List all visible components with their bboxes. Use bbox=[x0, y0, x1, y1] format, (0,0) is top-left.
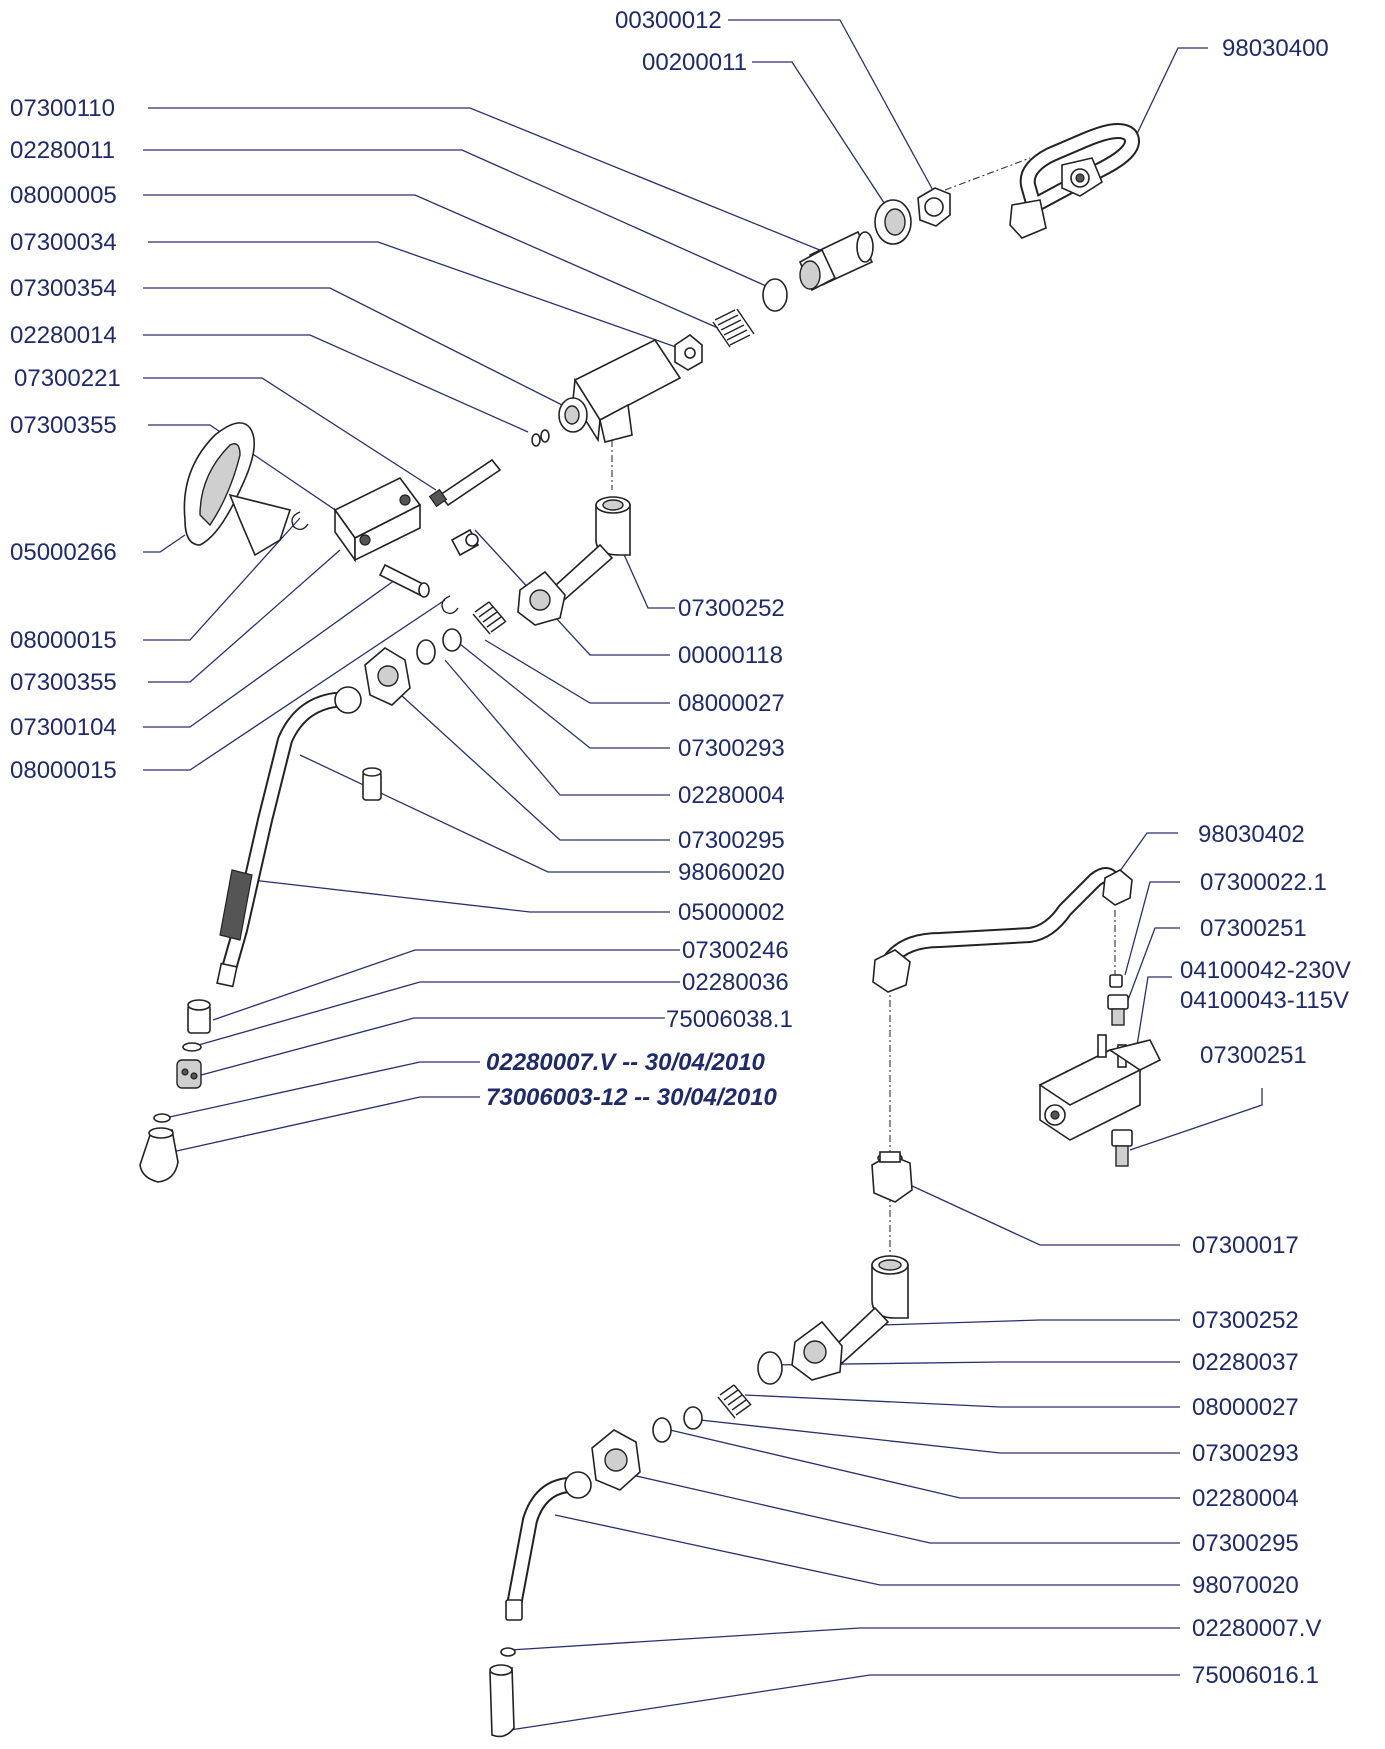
label-07300110: 07300110 bbox=[10, 95, 115, 122]
fitting-07300251-a bbox=[1107, 994, 1129, 1026]
tube-98070020 bbox=[505, 1471, 592, 1621]
oring-02280007-b bbox=[500, 1647, 516, 1657]
clip-08000015-a bbox=[291, 511, 309, 531]
nut-00300012 bbox=[917, 187, 951, 227]
assembly-axes bbox=[611, 157, 1116, 1260]
upper-steam-assembly bbox=[139, 123, 1140, 1183]
fitting-07300022 bbox=[1109, 974, 1123, 988]
label-05000002: 05000002 bbox=[678, 899, 785, 926]
label-07300355-top: 07300355 bbox=[10, 412, 117, 439]
elbow-07300252 bbox=[517, 496, 631, 626]
lower-water-assembly bbox=[489, 867, 1162, 1738]
valve-body-07300354 bbox=[558, 338, 682, 443]
nut-07300034 bbox=[674, 334, 703, 371]
bracket-07300355 bbox=[333, 476, 422, 563]
screw-00000118 bbox=[450, 528, 480, 557]
label-07300252-top: 07300252 bbox=[678, 595, 785, 622]
clip-08000015-b bbox=[441, 595, 459, 615]
label-07300354: 07300354 bbox=[10, 275, 117, 302]
cap-07300293-a bbox=[442, 628, 462, 652]
spring-08000027-b bbox=[717, 1384, 752, 1419]
oring-02280037 bbox=[757, 1351, 783, 1385]
steam-tube-05000002 bbox=[216, 686, 362, 988]
label-07300355-bottom: 07300355 bbox=[10, 669, 117, 696]
label-02280007-dated: 02280007.V -- 30/04/2010 bbox=[486, 1049, 766, 1076]
tip-73006003 bbox=[139, 1127, 179, 1183]
orings-02280014 bbox=[531, 429, 550, 447]
label-98030402: 98030402 bbox=[1198, 821, 1305, 848]
label-73006003-dated: 73006003-12 -- 30/04/2010 bbox=[486, 1084, 778, 1111]
label-07300293-top: 07300293 bbox=[678, 735, 785, 762]
solenoid-valve-04100042 bbox=[1038, 1034, 1162, 1141]
elbow-07300252-b bbox=[791, 1255, 909, 1381]
label-04100042: 04100042-230V bbox=[1180, 957, 1351, 984]
label-08000015-bottom: 08000015 bbox=[10, 757, 117, 784]
fitting-07300251-b bbox=[1111, 1129, 1133, 1167]
washer-02280004-b bbox=[652, 1417, 672, 1443]
bent-tube-98030400 bbox=[1009, 123, 1140, 239]
sleeve-98060020 bbox=[362, 767, 382, 801]
washer-02280004-a bbox=[416, 639, 436, 665]
label-07300104: 07300104 bbox=[10, 714, 117, 741]
oring-02280011 bbox=[762, 278, 788, 312]
label-07300221: 07300221 bbox=[14, 365, 121, 392]
nozzle-75006038 bbox=[176, 1059, 202, 1089]
nut-07300295-b bbox=[591, 1429, 641, 1491]
label-02280004-bottom: 02280004 bbox=[1192, 1485, 1299, 1512]
label-07300251-bottom: 07300251 bbox=[1200, 1042, 1307, 1069]
part-labels: 00300012 00200011 98030400 07300110 0228… bbox=[10, 7, 1351, 1689]
label-08000015-top: 08000015 bbox=[10, 627, 117, 654]
label-07300017: 07300017 bbox=[1192, 1232, 1299, 1259]
label-07300293-bottom: 07300293 bbox=[1192, 1440, 1299, 1467]
adapter-07300017 bbox=[871, 1151, 913, 1203]
label-00300012: 00300012 bbox=[615, 7, 722, 34]
label-00200011: 00200011 bbox=[642, 49, 747, 76]
nut-07300295-a bbox=[364, 647, 411, 706]
label-04100043: 04100043-115V bbox=[1180, 987, 1349, 1014]
label-02280037: 02280037 bbox=[1192, 1349, 1299, 1376]
label-07300252-bottom: 07300252 bbox=[1192, 1307, 1299, 1334]
washer-00200011 bbox=[874, 199, 912, 245]
label-98070020: 98070020 bbox=[1192, 1572, 1299, 1599]
label-07300295-bottom: 07300295 bbox=[1192, 1530, 1299, 1557]
tip-75006016 bbox=[489, 1664, 515, 1738]
bent-tube-98030402 bbox=[872, 867, 1133, 993]
label-02280014: 02280014 bbox=[10, 322, 117, 349]
label-98060020: 98060020 bbox=[678, 859, 785, 886]
spring-08000005 bbox=[712, 308, 755, 348]
cap-07300293-b bbox=[683, 1406, 703, 1430]
label-07300246: 07300246 bbox=[682, 937, 789, 964]
lever-05000266 bbox=[183, 422, 292, 557]
label-08000027-top: 08000027 bbox=[678, 690, 785, 717]
leader-lines bbox=[143, 19, 1263, 1731]
label-07300022: 07300022.1 bbox=[1200, 869, 1327, 896]
label-02280004-top: 02280004 bbox=[678, 782, 785, 809]
label-07300034: 07300034 bbox=[10, 229, 117, 256]
label-98030400: 98030400 bbox=[1222, 35, 1329, 62]
label-02280007v: 02280007.V bbox=[1192, 1615, 1321, 1642]
fitting-07300110 bbox=[798, 230, 874, 292]
spring-08000027-a bbox=[472, 601, 507, 635]
label-00000118: 00000118 bbox=[678, 642, 783, 669]
pin-07300104 bbox=[378, 563, 430, 598]
label-07300251-top: 07300251 bbox=[1200, 915, 1307, 942]
tip-07300246 bbox=[187, 999, 211, 1034]
label-07300295-top: 07300295 bbox=[678, 827, 785, 854]
label-08000027-bottom: 08000027 bbox=[1192, 1394, 1299, 1421]
oring-02280036 bbox=[182, 1042, 202, 1052]
label-02280036: 02280036 bbox=[682, 969, 789, 996]
label-05000266: 05000266 bbox=[10, 539, 117, 566]
label-75006016: 75006016.1 bbox=[1192, 1662, 1319, 1689]
pin-07300221 bbox=[428, 458, 502, 508]
oring-02280007 bbox=[153, 1113, 171, 1123]
label-75006038: 75006038.1 bbox=[666, 1006, 793, 1033]
label-02280011: 02280011 bbox=[10, 137, 115, 164]
label-08000005: 08000005 bbox=[10, 182, 117, 209]
